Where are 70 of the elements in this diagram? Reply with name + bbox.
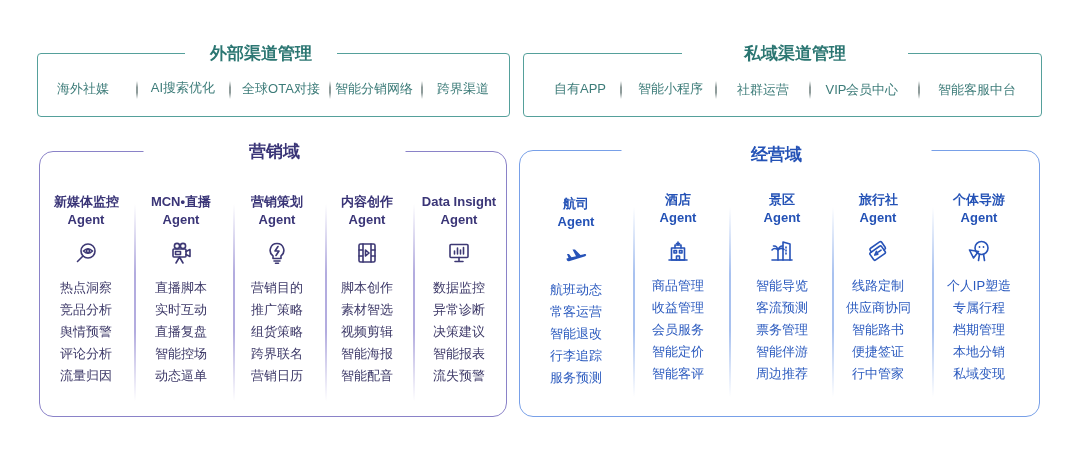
feature-label: 航班动态	[550, 281, 602, 299]
feature-label: 素材智选	[341, 301, 393, 319]
feature-label: 决策建议	[433, 323, 485, 341]
agent-title: 景区 Agent	[763, 191, 801, 227]
feature-label: 数据监控	[433, 279, 485, 297]
agent-title: 个体导游 Agent	[952, 191, 1006, 227]
feature-label: 组货策略	[251, 323, 303, 341]
feature-label: 票务管理	[756, 321, 808, 339]
feature-label: 智能客评	[652, 365, 704, 383]
feature-label: 营销目的	[251, 279, 303, 297]
channel-label: 社群运营	[737, 81, 789, 99]
feature-label: 客流预测	[756, 299, 808, 317]
channel-label: 全球OTA对接	[242, 80, 320, 98]
feature-label: 直播脚本	[155, 279, 207, 297]
feature-label: 供应商协同	[845, 299, 911, 317]
feature-label: 舆情预警	[60, 323, 112, 341]
feature-label: 推广策略	[251, 301, 303, 319]
feature-label: 直播复盘	[155, 323, 207, 341]
channel-label: 智能分销网络	[335, 80, 413, 98]
agent-title: 航司 Agent	[557, 195, 595, 231]
channel-label: 智能客服中台	[938, 81, 1016, 99]
feature-label: 智能伴游	[756, 343, 808, 361]
feature-label: 私域变现	[953, 365, 1005, 383]
feature-label: 评论分析	[60, 345, 112, 363]
feature-label: 智能配音	[341, 367, 393, 385]
feature-label: 线路定制	[852, 277, 904, 295]
channel-label: AI搜索优化	[150, 79, 216, 97]
agent-title: MCN•直播 Agent	[150, 193, 212, 229]
feature-label: 智能定价	[652, 343, 704, 361]
feature-label: 本地分销	[953, 343, 1005, 361]
feature-label: 智能控场	[155, 345, 207, 363]
feature-label: 跨界联名	[251, 345, 303, 363]
channel-label: VIP会员中心	[825, 81, 899, 99]
feature-label: 便捷签证	[852, 343, 904, 361]
feature-label: 周边推荐	[756, 365, 808, 383]
feature-label: 竞品分析	[60, 301, 112, 319]
agent-title: 旅行社 Agent	[858, 191, 898, 227]
feature-label: 营销日历	[251, 367, 303, 385]
feature-label: 行李追踪	[550, 347, 602, 365]
agent-title: 营销策划 Agent	[250, 193, 304, 229]
feature-label: 收益管理	[652, 299, 704, 317]
feature-label: 行中管家	[852, 365, 904, 383]
feature-label: 服务预测	[550, 369, 602, 387]
feature-label: 脚本创作	[341, 279, 393, 297]
feature-label: 智能海报	[341, 345, 393, 363]
feature-label: 专属行程	[953, 299, 1005, 317]
feature-label: 异常诊断	[433, 301, 485, 319]
feature-label: 会员服务	[652, 321, 704, 339]
channel-label: 智能小程序	[637, 80, 703, 98]
feature-label: 个人IP塑造	[946, 277, 1012, 295]
agent-title: 酒店 Agent	[659, 191, 697, 227]
feature-label: 智能退改	[550, 325, 602, 343]
feature-label: 实时互动	[155, 301, 207, 319]
feature-label: 热点洞察	[60, 279, 112, 297]
feature-label: 智能路书	[852, 321, 904, 339]
feature-label: 动态逼单	[155, 367, 207, 385]
feature-label: 智能导览	[756, 277, 808, 295]
feature-label: 档期管理	[953, 321, 1005, 339]
agent-title: Data Insight Agent	[421, 193, 497, 229]
channel-label: 跨界渠道	[437, 80, 489, 98]
feature-label: 常客运营	[550, 303, 602, 321]
channel-label: 海外社媒	[57, 80, 109, 98]
agent-title: 新媒体监控 Agent	[53, 193, 119, 229]
agent-title: 内容创作 Agent	[340, 193, 394, 229]
feature-label: 流失预警	[433, 367, 485, 385]
feature-label: 智能报表	[433, 345, 485, 363]
feature-label: 流量归因	[60, 367, 112, 385]
feature-label: 视频剪辑	[341, 323, 393, 341]
channel-label: 自有APP	[554, 80, 606, 98]
feature-label: 商品管理	[652, 277, 704, 295]
